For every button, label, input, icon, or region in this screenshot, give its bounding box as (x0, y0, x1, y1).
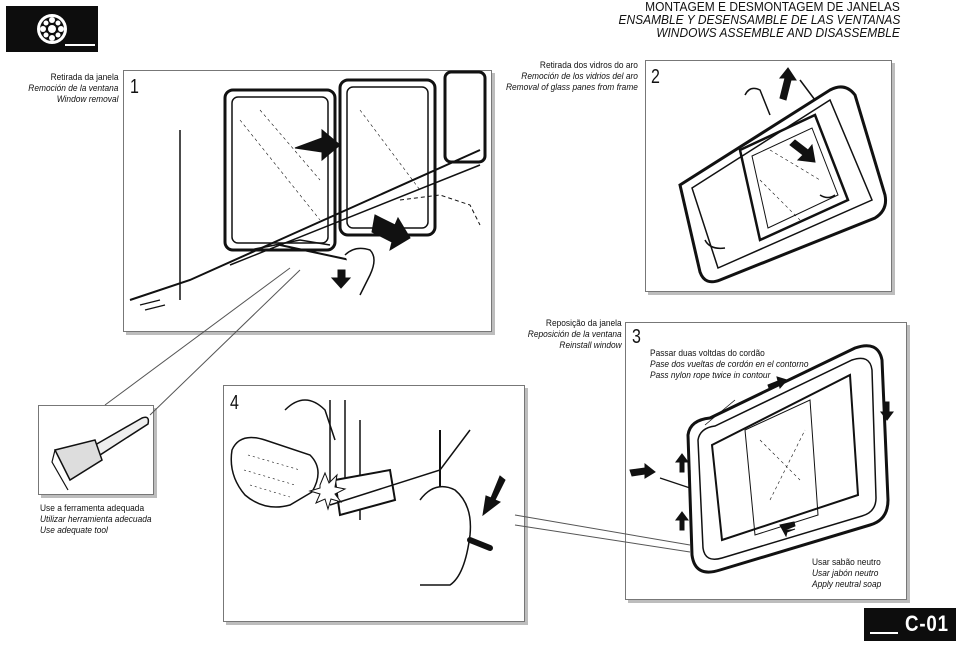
title-pt: MONTAGEM E DESMONTAGEM DE JANELAS (645, 0, 900, 14)
tool-note: Use a ferramenta adequada Utilizar herra… (40, 503, 152, 536)
step1-caption: Retirada da janela Remoción de la ventan… (27, 72, 118, 105)
step-number-3: 3 (632, 326, 641, 348)
rubber-seal-illustration (230, 399, 506, 586)
panel-step3 (625, 322, 907, 600)
panel-step1 (123, 70, 492, 332)
window-removal-illustration (129, 70, 487, 311)
title-es: ENSAMBLE Y DESENSAMBLE DE LAS VENTANAS (618, 12, 900, 27)
logo-underline (65, 44, 95, 46)
glass-removal-illustration (678, 67, 887, 284)
page-code-underline (870, 632, 898, 634)
rope-note: Passar duas voltdas do cordão Pase dos v… (650, 348, 809, 381)
panel-step2 (645, 60, 892, 292)
wheel-icon (37, 14, 67, 44)
step3-caption: Reposição da janela Reposición de la ven… (528, 318, 622, 351)
title-en: WINDOWS ASSEMBLE AND DISASSEMBLE (656, 25, 900, 40)
logo-badge (6, 6, 98, 52)
window-reinstall-illustration (629, 344, 894, 574)
connector-lines (104, 267, 691, 553)
page-code: C-01 (905, 611, 949, 636)
tool-illustration (51, 416, 150, 491)
soap-note: Usar sabão neutro Usar jabón neutro Appl… (812, 557, 882, 590)
page-code-badge (864, 608, 956, 641)
step2-caption: Retirada dos vidros do aro Remoción de l… (506, 60, 638, 93)
step-number-4: 4 (230, 392, 239, 414)
step-number-1: 1 (130, 76, 139, 98)
step-number-2: 2 (651, 66, 660, 88)
